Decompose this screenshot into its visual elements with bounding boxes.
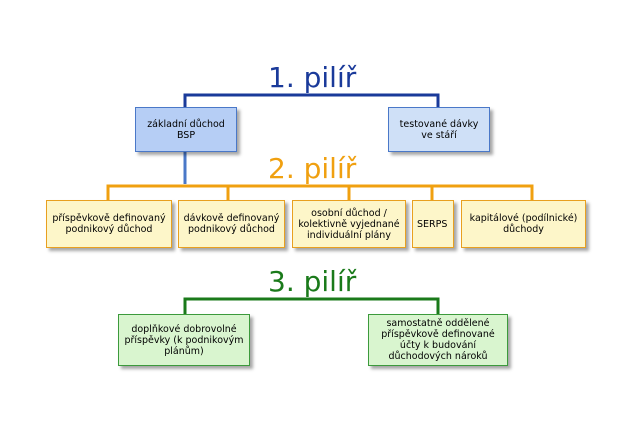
pillar3-box-voluntary-contributions: doplňkové dobrovolné příspěvky (k podnik… xyxy=(118,314,250,366)
pillar3-connectors xyxy=(183,297,440,314)
pillar2-title: 2. pilíř xyxy=(268,152,357,185)
pillar3-title: 3. pilíř xyxy=(268,265,357,298)
pillar3-box-separate-dc-accounts: samostatně oddělené příspěvkově definova… xyxy=(368,314,508,366)
pillar1-title: 1. pilíř xyxy=(268,61,357,94)
pillar2-connectors xyxy=(106,184,534,200)
pillar2-box-capital-pension: kapitálové (podílnické) důchody xyxy=(461,200,586,248)
pillar2-box-serps: SERPS xyxy=(412,200,454,248)
pillar2-box-db-occupational: dávkově definovaný podnikový důchod xyxy=(178,200,285,248)
pillar2-box-personal-pension: osobní důchod / kolektivně vyjednané ind… xyxy=(292,200,406,248)
pillar1-box-basic-pension: základní důchod BSP xyxy=(135,107,237,152)
pillar1-connectors xyxy=(183,93,440,107)
pillar2-box-dc-occupational: příspěvkově definovaný podnikový důchod xyxy=(46,200,172,248)
pillar1-box-means-tested: testované dávky ve stáří xyxy=(388,107,490,152)
